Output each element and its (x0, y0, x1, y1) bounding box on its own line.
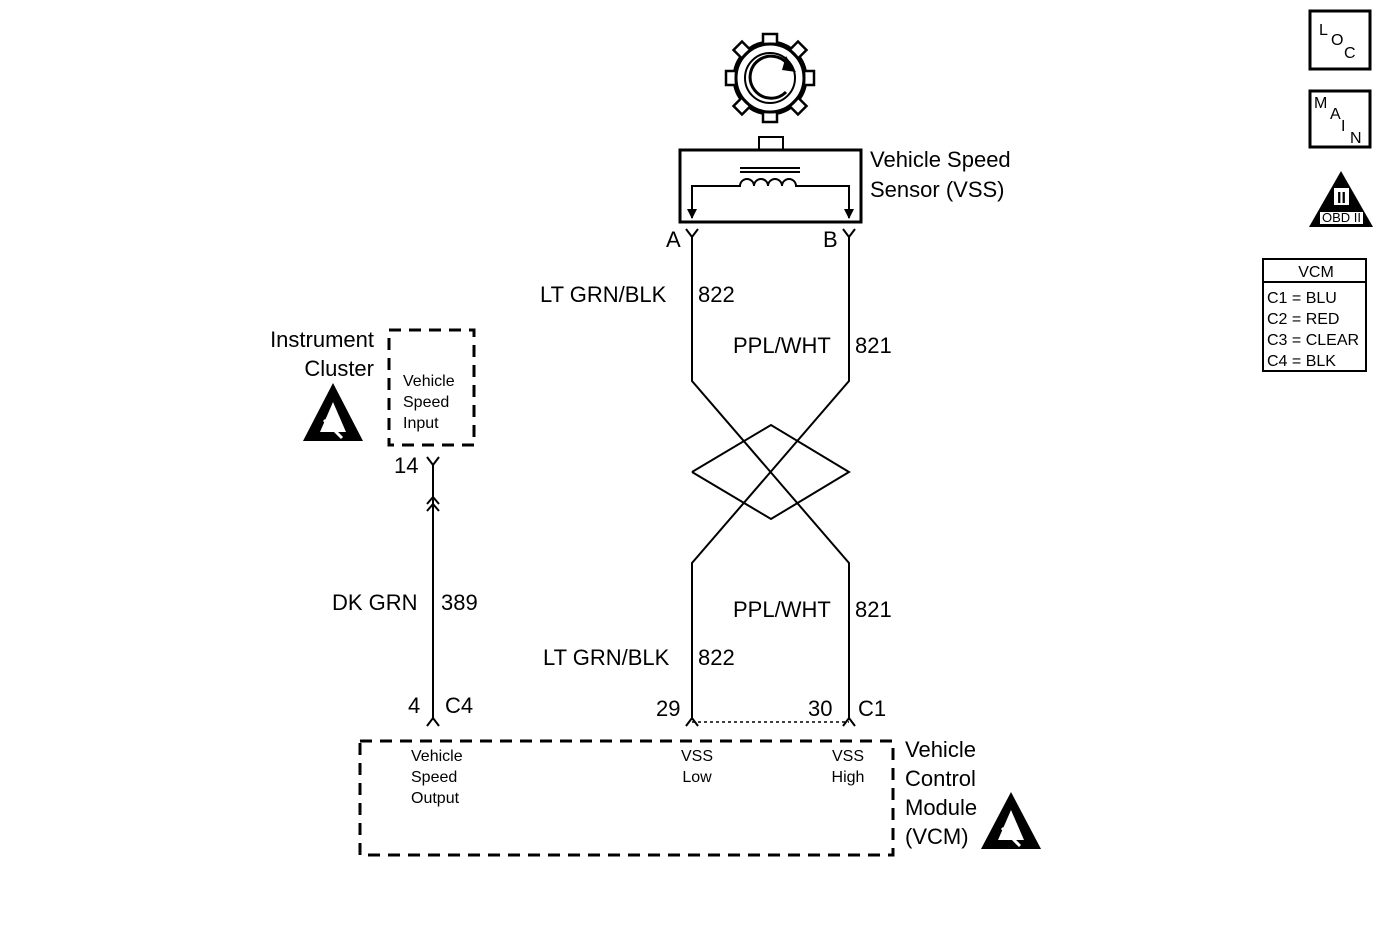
svg-text:C: C (1344, 45, 1356, 62)
svg-text:II: II (1337, 190, 1346, 207)
sensor-name-line2: Sensor (VSS) (870, 177, 1005, 202)
wire-389-color: DK GRN (332, 590, 418, 615)
cluster-input-line2: Speed (403, 394, 449, 411)
vcm-output-line1: Vehicle (411, 748, 463, 765)
location-button-icon[interactable]: L O C (1308, 9, 1372, 71)
legend-title: VCM (1298, 264, 1334, 281)
svg-text:A: A (1330, 106, 1341, 123)
reluctor-wheel-icon (724, 32, 816, 124)
cluster-input-line3: Input (403, 415, 439, 432)
connector-c4-label: C4 (445, 693, 473, 718)
pin-14-label: 14 (394, 453, 418, 478)
vcm-high-line2: High (832, 769, 865, 786)
sensor-name-line1: Vehicle Speed (870, 147, 1011, 172)
vcm-name-line4: (VCM) (905, 824, 969, 849)
svg-text:M: M (1314, 95, 1327, 112)
legend-row: C2 = RED (1267, 311, 1339, 328)
sensor-shaft (758, 136, 784, 151)
wire-822-color-lower: LT GRN/BLK (543, 645, 670, 670)
vcm-high-line1: VSS (832, 748, 864, 765)
wire-821-num-upper: 821 (855, 333, 892, 358)
inline-connector-icon (426, 495, 440, 512)
connector-pin-a (685, 228, 699, 239)
legend-row: C4 = BLK (1267, 353, 1336, 370)
cluster-input-line1: Vehicle (403, 373, 455, 390)
svg-text:L: L (1319, 22, 1328, 39)
wire-821-color-upper: PPL/WHT (733, 333, 831, 358)
vehicle-speed-sensor (678, 148, 863, 224)
pin-b-label: B (823, 227, 838, 252)
vcm-low-line2: Low (682, 769, 712, 786)
wire-389-num: 389 (441, 590, 478, 615)
connector-pin-4 (426, 716, 440, 727)
connector-pin-29 (685, 716, 699, 727)
vcm-connector-legend: VCM C1 = BLU C2 = RED C3 = CLEAR C4 = BL… (1262, 258, 1367, 372)
vcm-name-line3: Module (905, 795, 977, 820)
vcm-output-line2: Speed (411, 769, 457, 786)
svg-text:N: N (1350, 130, 1362, 147)
connector-c1-label: C1 (858, 696, 886, 721)
vcm-output-line3: Output (411, 790, 460, 807)
vcm-name-line2: Control (905, 766, 976, 791)
pin-30-label: 30 (808, 696, 832, 721)
cluster-name-line2: Cluster (304, 356, 374, 381)
esd-sensitive-icon (981, 792, 1041, 849)
wire-822-num-upper: 822 (698, 282, 735, 307)
wire-821-color-lower: PPL/WHT (733, 597, 831, 622)
svg-text:I: I (1341, 118, 1345, 135)
vcm-low-line1: VSS (681, 748, 713, 765)
vcm-name-line1: Vehicle (905, 737, 976, 762)
svg-text:O: O (1331, 32, 1343, 49)
cluster-name-line1: Instrument (270, 327, 374, 352)
vcm-box (358, 739, 895, 857)
main-button-icon[interactable]: M A I N (1308, 89, 1372, 149)
twisted-pair-wires (691, 237, 851, 720)
instrument-cluster-box (387, 328, 476, 447)
connector-pin-b (842, 228, 856, 239)
connector-pin-30 (842, 716, 856, 727)
wire-822-num-lower: 822 (698, 645, 735, 670)
legend-row: C1 = BLU (1267, 290, 1337, 307)
svg-text:OBD II: OBD II (1322, 210, 1361, 225)
legend-row: C3 = CLEAR (1267, 332, 1359, 349)
pin-4-label: 4 (408, 693, 420, 718)
connector-pin-14 (426, 456, 440, 467)
wire-822-color-upper: LT GRN/BLK (540, 282, 667, 307)
pin-a-label: A (666, 227, 681, 252)
obd-ii-icon[interactable]: II OBD II (1309, 171, 1373, 227)
wire-821-num-lower: 821 (855, 597, 892, 622)
esd-sensitive-icon (303, 383, 363, 441)
pin-29-label: 29 (656, 696, 680, 721)
